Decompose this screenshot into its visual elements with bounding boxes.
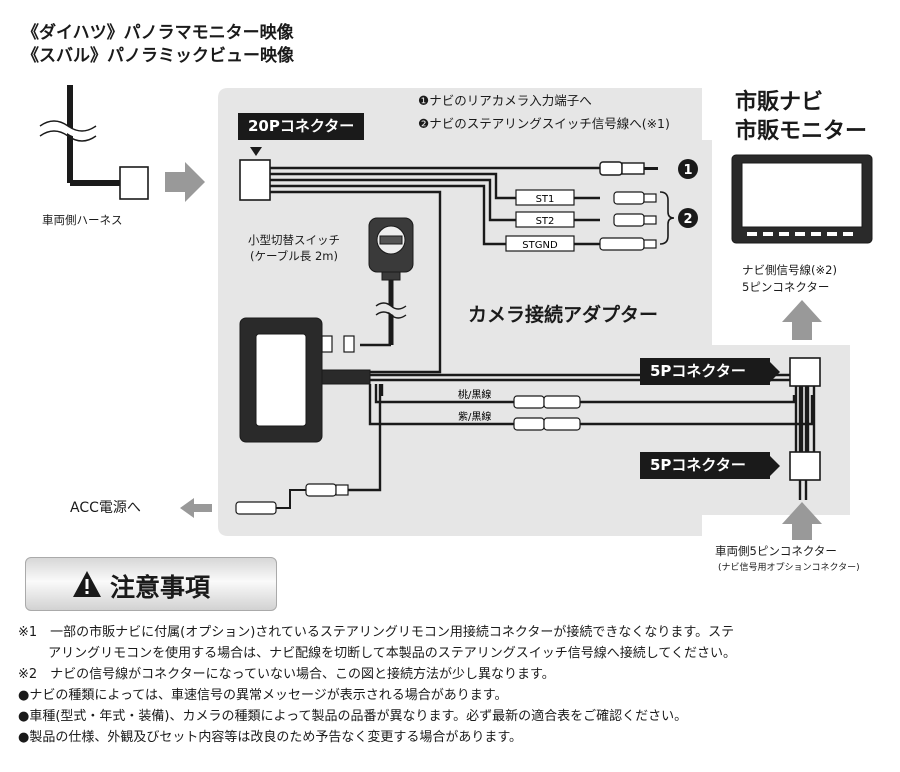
switch-label-2: (ケーブル長 2m) <box>250 249 338 263</box>
wiring-diagram: ST1 ST2 STGND 1 2 桃/黒線 紫/黒線 <box>38 85 873 540</box>
5p-connector-bottom <box>789 451 821 481</box>
arrow-right-icon <box>165 162 205 202</box>
marker-2-label: 2 <box>683 212 692 227</box>
vehicle-5pin-label-1: 車両側5ピンコネクター <box>715 544 837 558</box>
note-item: ●製品の仕様、外観及びセット内容等は改良のため予告なく変更する場合があります。 <box>18 730 523 745</box>
notice-title: 注意事項 <box>110 573 211 602</box>
vehicle-5pin-label-2: (ナビ信号用オプションコネクター) <box>718 563 860 573</box>
5p-connector-label-b: 5Pコネクター <box>640 452 770 479</box>
switch-icon <box>360 217 414 347</box>
callout-2: ❷ナビのステアリングスイッチ信号線へ(※1) <box>418 116 670 131</box>
monitor-icon <box>731 154 873 244</box>
st1-label: ST1 <box>536 194 555 205</box>
switch-label-1: 小型切替スイッチ <box>248 233 340 247</box>
title-line-2: 《スバル》パノラミックビュー映像 <box>22 46 294 66</box>
monitor-title-1: 市販ナビ <box>735 90 824 115</box>
harness-label: 車両側ハーネス <box>42 213 123 227</box>
purple-wire-label: 紫/黒線 <box>458 410 491 423</box>
peach-wire-label: 桃/黒線 <box>458 388 491 401</box>
5p-connector-label-a: 5Pコネクター <box>640 358 770 385</box>
title-line-1: 《ダイハツ》パノラマモニター映像 <box>22 23 294 43</box>
notes-list: ※1 一部の市販ナビに付属(オプション)されているステアリングリモコン用接続コネ… <box>18 622 736 748</box>
note-item: ※1 一部の市販ナビに付属(オプション)されているステアリングリモコン用接続コネ… <box>18 625 735 640</box>
nav-signal-label-1: ナビ側信号線(※2) <box>742 263 837 277</box>
callout-1: ❶ナビのリアカメラ入力端子へ <box>418 93 592 108</box>
note-item: ●ナビの種類によっては、車速信号の異常メッセージが表示される場合があります。 <box>18 688 508 703</box>
nav-signal-label-2: 5ピンコネクター <box>742 280 830 294</box>
20p-connector <box>239 159 271 201</box>
note-item: ●車種(型式・年式・装備)、カメラの種類によって製品の品番が異なります。必ず最新… <box>18 709 688 724</box>
note-item: アリングリモコンを使用する場合は、ナビ配線を切断して本製品のステアリングスイッチ… <box>18 646 736 661</box>
notice-banner: 注意事項 <box>25 557 277 611</box>
st2-label: ST2 <box>536 216 555 227</box>
st-labels <box>505 189 575 252</box>
bullet-connectors <box>599 191 657 251</box>
note-item: ※2 ナビの信号線がコネクターになっていない場合、この図と接続方法が少し異なりま… <box>18 667 555 682</box>
5p-connector-top <box>789 357 821 387</box>
marker-2 <box>678 208 698 228</box>
adapter-box-icon <box>239 317 371 443</box>
monitor-title-2: 市販モニター <box>735 119 868 144</box>
arrow-up-icon <box>782 300 822 340</box>
stgnd-label: STGND <box>522 240 558 251</box>
20p-connector-label: 20Pコネクター <box>238 113 365 140</box>
acc-label: ACC電源へ <box>70 500 141 516</box>
warning-icon <box>73 571 101 597</box>
adapter-title: カメラ接続アダプター <box>468 304 659 326</box>
vehicle-harness <box>38 85 149 200</box>
arrow-left-icon <box>180 498 212 518</box>
arrow-up-icon-2 <box>782 502 822 540</box>
marker-1-label: 1 <box>683 163 692 178</box>
rca-plug <box>599 161 658 176</box>
marker-1 <box>678 159 698 179</box>
